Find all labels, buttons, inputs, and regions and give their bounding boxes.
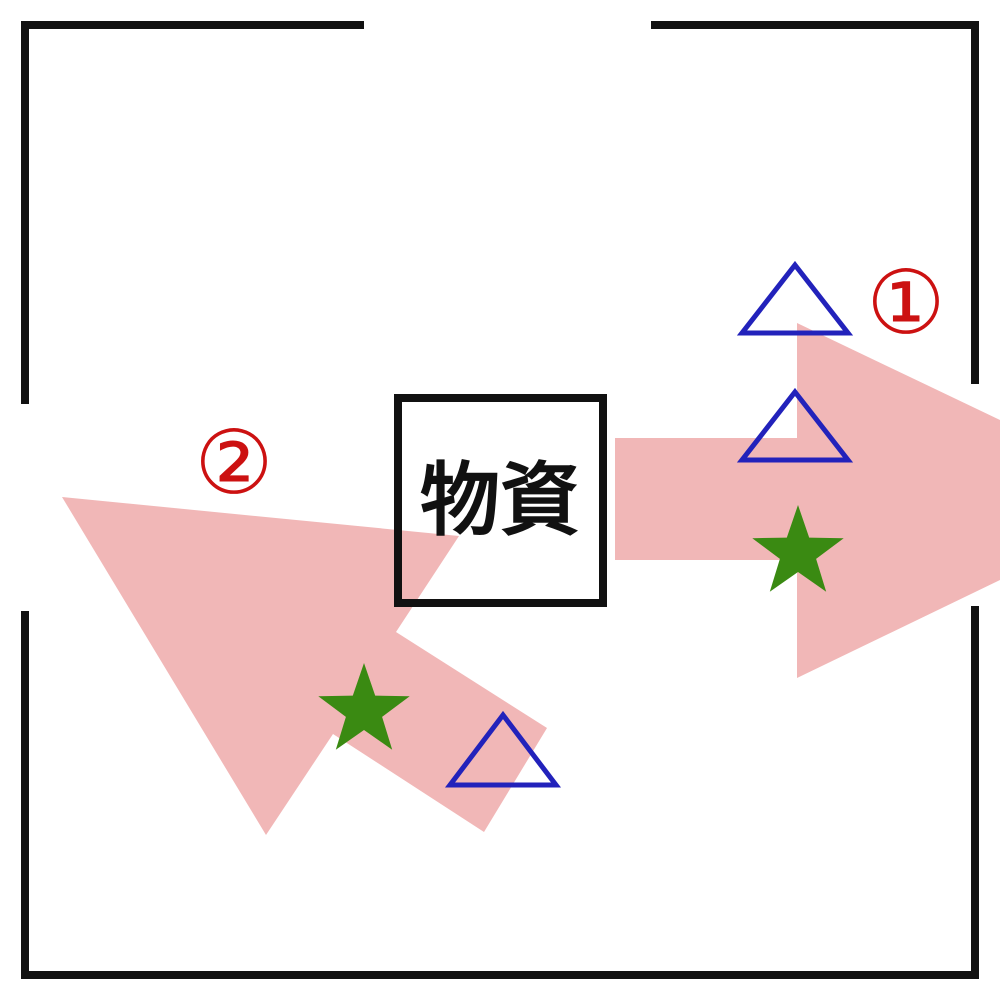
star-icon bbox=[752, 505, 844, 592]
triangle-outline-icon bbox=[444, 710, 562, 788]
route-arrows bbox=[62, 323, 1000, 835]
supplies-box-frame bbox=[394, 394, 607, 607]
triangle-outline-icon bbox=[736, 260, 854, 336]
triangle-outline-icon bbox=[736, 387, 854, 463]
supplies-box-label: 物資 bbox=[420, 454, 580, 547]
triangle-markers bbox=[444, 260, 854, 788]
star-markers bbox=[318, 505, 844, 750]
wall-bottom-left bbox=[21, 611, 979, 979]
route-1-label: ① bbox=[867, 251, 946, 354]
route-1-arrow bbox=[615, 323, 1000, 678]
wall-top-right bbox=[651, 21, 979, 384]
route-2-arrow bbox=[62, 497, 547, 835]
route-2-label: ② bbox=[195, 411, 274, 514]
room-walls bbox=[21, 21, 979, 979]
wall-top-left bbox=[21, 21, 364, 404]
star-icon bbox=[318, 663, 410, 750]
supplies-box: 物資 bbox=[394, 394, 607, 607]
